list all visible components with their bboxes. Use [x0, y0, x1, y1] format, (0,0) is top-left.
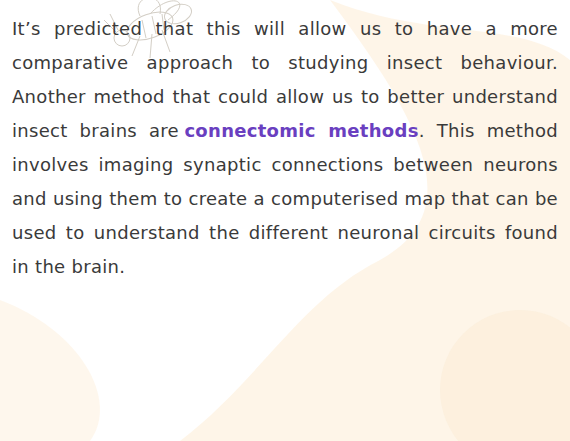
highlight-term: connectomic methods	[184, 120, 418, 141]
background-blob	[440, 310, 570, 441]
background-blob	[0, 300, 100, 441]
body-paragraph: It’s predicted that this will allow us t…	[12, 12, 558, 284]
paragraph-text: . This method involves imaging synaptic …	[12, 120, 558, 277]
